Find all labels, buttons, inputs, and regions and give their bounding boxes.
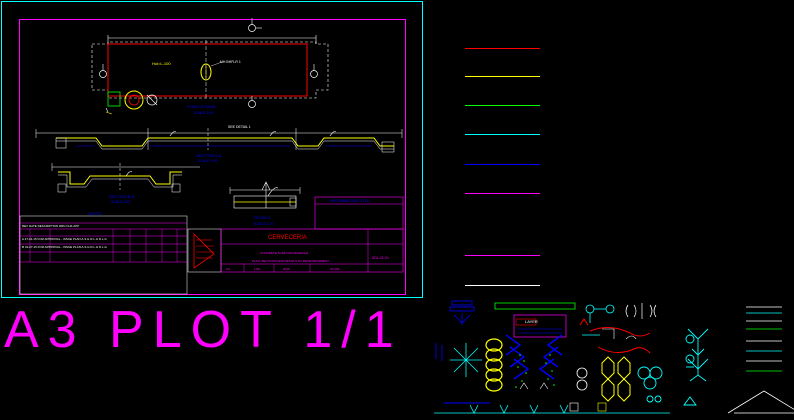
- cyan-lattice-symbol: [637, 366, 663, 403]
- plot-title: A3 PLOT 1/1: [4, 301, 403, 359]
- drawing-name: CONCRETE SLAB FOR MANHOLE: [260, 251, 308, 255]
- plan-title: PLAN OF SLAB: [187, 104, 216, 109]
- cyan-figure-symbol: [687, 328, 709, 382]
- drawing-canvas[interactable]: Hol=L-100 MH BHFLR 1 PLAN OF SLAB SCALE …: [0, 0, 430, 300]
- detail-note: SEE DETAIL 1: [228, 125, 251, 129]
- stacked-lines-symbol: [746, 306, 782, 372]
- layer-line-magenta-2[interactable]: [465, 255, 540, 256]
- layer-line-magenta[interactable]: [465, 193, 540, 194]
- slab-label: Hol=L-100: [152, 61, 171, 66]
- symbol-library[interactable]: LAYER: [430, 295, 794, 420]
- layer-line-red[interactable]: [465, 48, 540, 49]
- footer-cell: 2015: [283, 267, 290, 271]
- notes-title: NOTES: [88, 211, 102, 216]
- revision-table: [19, 215, 188, 295]
- viewport-frame[interactable]: [1, 1, 423, 298]
- section-a-view: [35, 128, 403, 153]
- info-box-title: INFORMATION TITLE: [330, 198, 370, 203]
- cyan-connector-symbol: [582, 304, 615, 336]
- rev-row-b: B 31-07-15 FOR APPROVAL - ISSUE PLAN A.S…: [22, 245, 108, 249]
- layer-line-yellow[interactable]: [465, 76, 540, 77]
- footer-cell: 1:50: [254, 267, 260, 271]
- drawing-number: SDL-01-01: [372, 256, 389, 260]
- section-b-title: SECTION B-B: [109, 194, 135, 199]
- detail-scale: SCALE 1:10: [254, 222, 273, 226]
- yellow-hex-symbol: [601, 356, 631, 402]
- blue-chevron-symbol: [505, 334, 563, 380]
- drawing-border: [19, 19, 406, 295]
- manhole-label: MH BHFLR 1: [220, 60, 241, 64]
- cyan-triangle-icon: [683, 396, 697, 406]
- layer-line-white[interactable]: [465, 285, 540, 286]
- rev-row-a: A 27-01-15 FOR APPROVAL - ISSUE PLAN A.S…: [22, 237, 107, 241]
- green-dots-pattern: [515, 354, 555, 388]
- legend-box-label: LAYER: [525, 319, 538, 324]
- plan-view: [91, 18, 329, 115]
- layer-line-cyan[interactable]: [465, 134, 540, 135]
- detail-title: DETAIL 1: [254, 215, 272, 220]
- white-circles-symbol: [576, 367, 588, 391]
- yellow-rope-symbol: [485, 338, 503, 392]
- company-logo: [187, 228, 222, 273]
- project-name: CERVECERIA: [268, 235, 307, 241]
- red-cable-symbol: [579, 318, 651, 354]
- footer-cell: ST-001: [330, 267, 340, 271]
- section-a-title: SECTION A-A: [196, 153, 222, 158]
- layer-line-blue[interactable]: [465, 164, 540, 165]
- detail-1-view: [229, 181, 301, 209]
- plan-scale: SCALE 1:50: [194, 111, 213, 115]
- section-b-scale: SCALE 1:50: [111, 200, 130, 204]
- rev-header: REV DATE DESCRIPTION DRN CHK APP: [22, 224, 79, 228]
- section-b-view: [51, 163, 200, 193]
- north-arrow-icon: [450, 343, 482, 377]
- footer-cell: A3: [226, 267, 230, 271]
- symbol-blue-cluster: [449, 300, 475, 325]
- section-a-scale: SCALE 1:50: [198, 159, 217, 163]
- drawing-sub: PLAN, SECTIONS AND DETAILS OF REINFORCEM…: [252, 259, 329, 263]
- title-block: [220, 228, 404, 273]
- layer-line-green[interactable]: [465, 105, 540, 106]
- roof-symbol: [727, 390, 794, 414]
